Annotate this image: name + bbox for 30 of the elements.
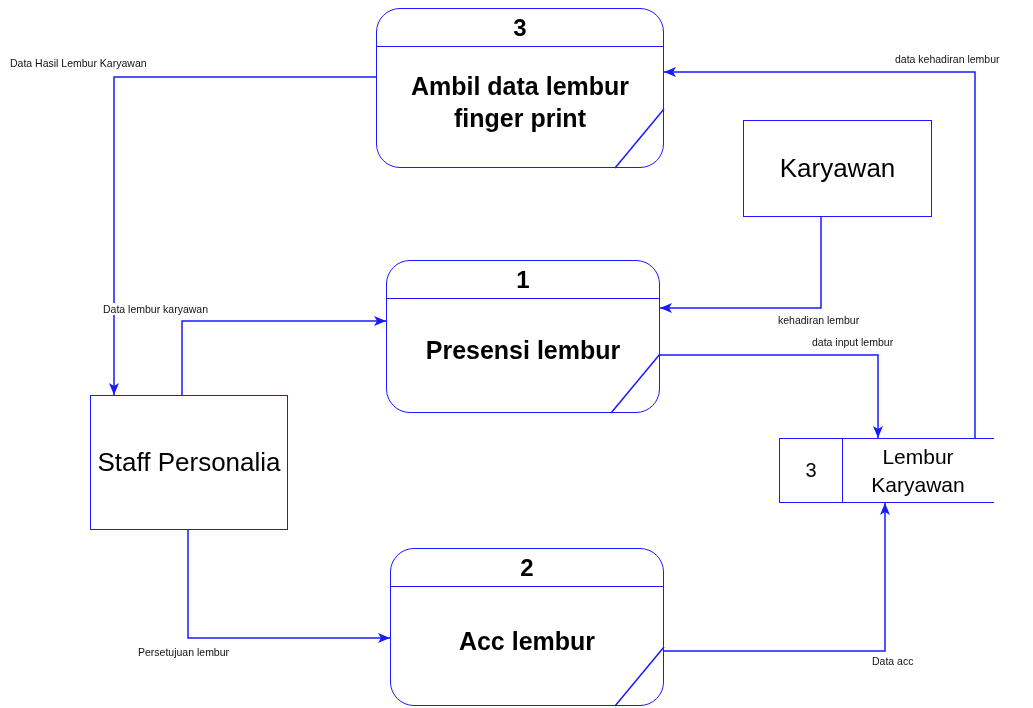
arrow — [109, 76, 377, 396]
arrow — [659, 216, 822, 313]
store-number: 3 — [805, 459, 817, 482]
entity-box — [90, 395, 288, 530]
edge-label: data kehadiran lembur — [895, 53, 1000, 65]
process-name: Ambil data lembur finger print — [409, 70, 631, 134]
edge-label: Data lembur karyawan — [103, 303, 209, 315]
process-number: 3 — [513, 13, 527, 42]
edge-label: data input lembur — [812, 336, 894, 348]
arrow — [663, 502, 890, 652]
edge-label: Data acc — [872, 655, 914, 667]
entity-name: Karyawan — [779, 151, 896, 185]
data-store — [779, 438, 994, 503]
process-name: Acc lembur — [458, 625, 596, 657]
entity-name: Staff Personalia — [97, 445, 281, 479]
arrow — [663, 67, 976, 439]
process-box — [376, 8, 664, 168]
store-name: Lembur Karyawan — [870, 444, 966, 498]
edge-label: Persetujuan lembur — [138, 646, 230, 658]
entity-box — [743, 120, 932, 217]
arrow — [181, 316, 387, 396]
process-box — [390, 548, 664, 706]
process-number: 2 — [520, 553, 534, 582]
arrow — [659, 354, 883, 439]
arrow — [187, 529, 391, 643]
process-box — [386, 260, 660, 413]
process-name: Presensi lembur — [425, 335, 621, 367]
process-number: 1 — [516, 265, 530, 294]
edge-label: Data Hasil Lembur Karyawan — [10, 57, 147, 69]
edge-label: kehadiran lembur — [778, 314, 860, 326]
